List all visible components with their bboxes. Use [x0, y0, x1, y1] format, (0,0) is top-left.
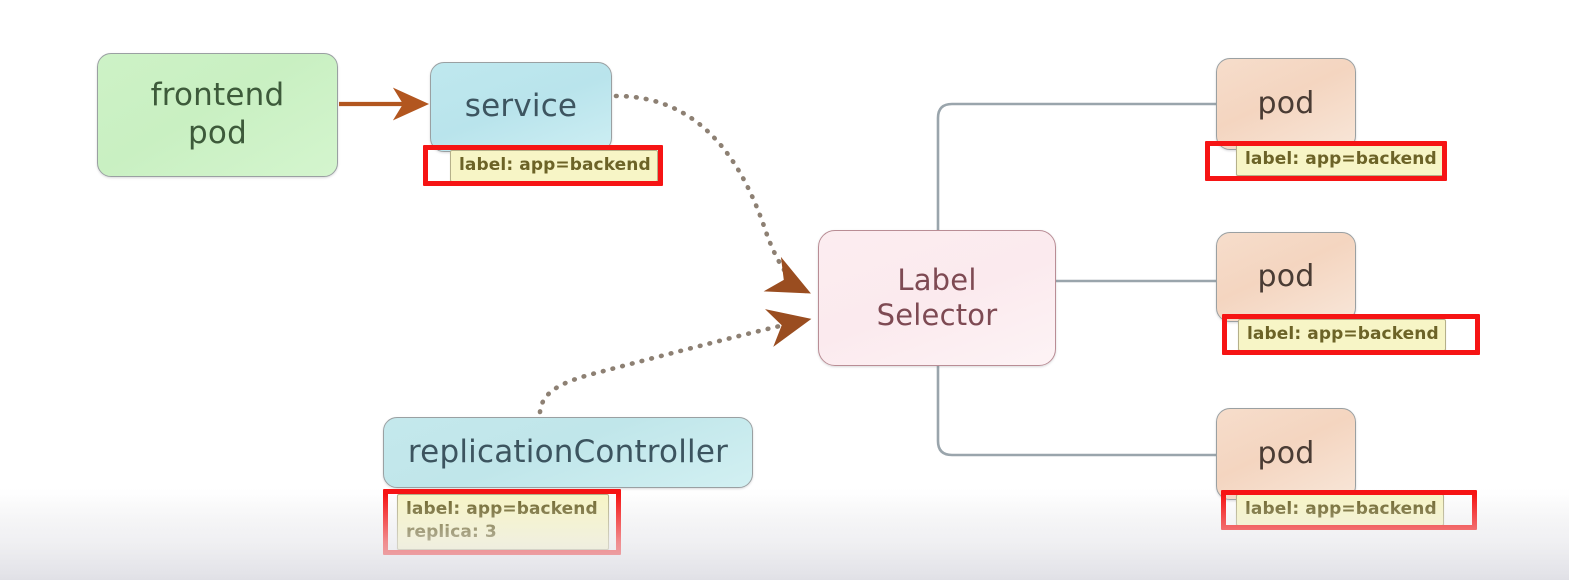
service-label: service — [464, 88, 578, 125]
node-pod-top[interactable]: pod — [1216, 58, 1356, 150]
connector-service-to-selector — [613, 93, 811, 294]
pod-top-label: pod — [1257, 85, 1315, 121]
node-label-selector[interactable]: Label Selector — [818, 230, 1056, 366]
chip-pod-bottom-label: label: app=backend — [1236, 494, 1444, 526]
node-pod-bottom[interactable]: pod — [1216, 408, 1356, 500]
frontend-pod-line1: frontend — [150, 77, 285, 114]
connector-selector-to-pod-top — [936, 102, 1216, 230]
chip-pod-middle-label: label: app=backend — [1238, 319, 1446, 351]
frontend-pod-line2: pod — [188, 115, 247, 151]
chip-service-label: label: app=backend — [450, 150, 658, 182]
chip-rc-line1: label: app=backend — [406, 499, 598, 519]
pod-bottom-label: pod — [1257, 435, 1315, 471]
pod-middle-label: pod — [1257, 258, 1315, 294]
connector-rc-to-selector — [537, 309, 812, 415]
chip-pod-bottom-text: label: app=backend — [1245, 499, 1437, 519]
chip-replication-controller-label: label: app=backend replica: 3 — [397, 494, 609, 550]
chip-rc-line2: replica: 3 — [406, 521, 497, 542]
node-pod-middle[interactable]: pod — [1216, 232, 1356, 322]
connector-selector-to-pod-bottom — [936, 366, 1216, 457]
label-selector-text: Label Selector — [877, 263, 998, 334]
frontend-pod-text: frontend pod — [151, 77, 285, 153]
node-frontend-pod[interactable]: frontend pod — [97, 53, 338, 177]
node-replication-controller[interactable]: replicationController — [383, 417, 753, 488]
chip-service-text: label: app=backend — [459, 155, 651, 175]
chip-pod-top-label: label: app=backend — [1236, 144, 1444, 176]
label-selector-line1: Label — [897, 262, 977, 297]
replication-controller-label: replicationController — [407, 433, 729, 470]
chip-pod-middle-text: label: app=backend — [1247, 324, 1439, 344]
chip-pod-top-text: label: app=backend — [1245, 149, 1437, 169]
node-service[interactable]: service — [430, 62, 612, 152]
label-selector-line2: Selector — [876, 298, 998, 332]
